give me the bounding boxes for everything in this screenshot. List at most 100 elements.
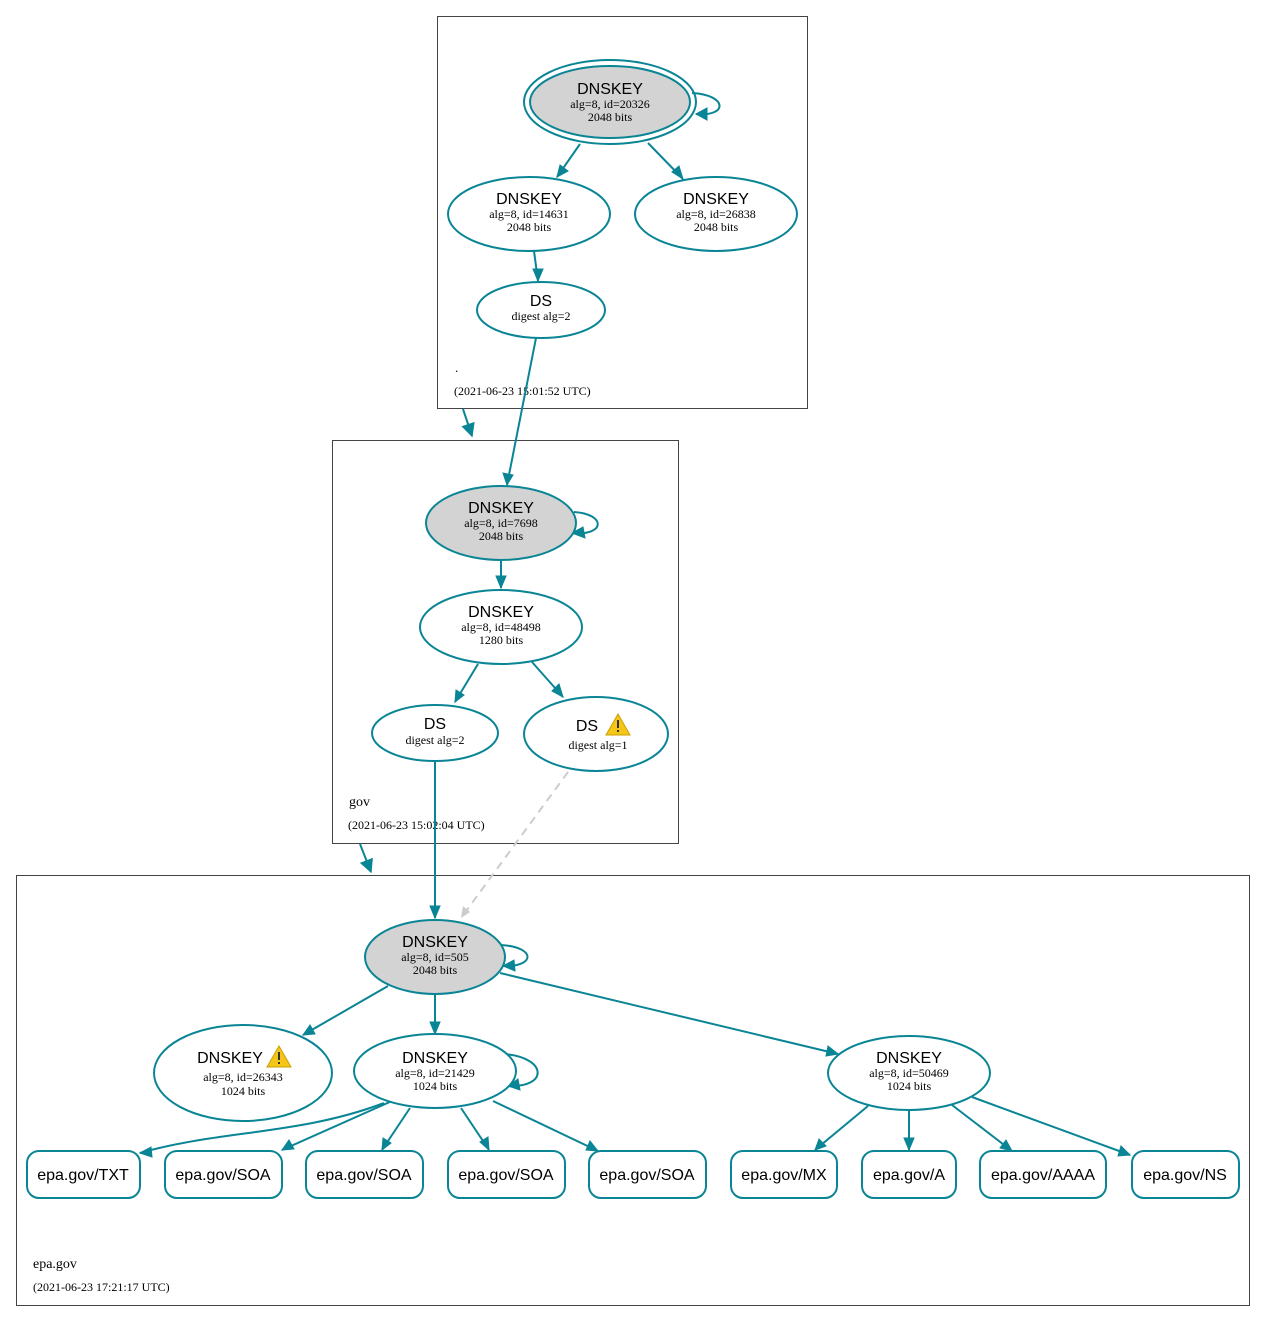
- rrset-label: epa.gov/MX: [741, 1167, 827, 1184]
- rrset-label: epa.gov/NS: [1143, 1167, 1227, 1184]
- node-size-label: 1280 bits: [479, 633, 524, 647]
- node-type-label: DNSKEY: [468, 500, 534, 517]
- node-root-zsk-26838[interactable]: DNSKEY alg=8, id=26838 2048 bits: [634, 176, 798, 252]
- edge-50469-aaaa: [951, 1104, 1013, 1152]
- ksk-ellipse: [529, 65, 691, 139]
- node-type-label: DNSKEY: [468, 604, 534, 621]
- node-size-label: 1024 bits: [413, 1079, 458, 1093]
- zone-root-timestamp: (2021-06-23 15:01:52 UTC): [454, 384, 591, 398]
- node-detail-label: alg=8, id=50469: [869, 1066, 949, 1080]
- node-type-label: DNSKEY: [683, 191, 749, 208]
- rrset-a[interactable]: epa.gov/A: [861, 1150, 957, 1199]
- node-gov-zsk-48498[interactable]: DNSKEY alg=8, id=48498 1280 bits: [419, 589, 583, 665]
- zone-gov-timestamp: (2021-06-23 15:02:04 UTC): [348, 818, 485, 832]
- zone-root-name: .: [455, 360, 458, 375]
- node-detail-label: alg=8, id=7698: [464, 516, 538, 530]
- node-ellipse: [447, 176, 611, 252]
- node-ellipse: [153, 1024, 333, 1122]
- zone-epa-timestamp: (2021-06-23 17:21:17 UTC): [33, 1280, 170, 1294]
- node-type-label: DNSKEY: [876, 1050, 942, 1067]
- rrset-soa-1[interactable]: epa.gov/SOA: [164, 1150, 283, 1199]
- edge-arrowheads: [138, 107, 1132, 1158]
- node-type-label: DS: [530, 293, 552, 310]
- node-ellipse: [634, 176, 798, 252]
- rrset-box: [979, 1150, 1107, 1199]
- rrset-label: epa.gov/SOA: [458, 1167, 554, 1184]
- rrset-soa-3[interactable]: epa.gov/SOA: [447, 1150, 566, 1199]
- rrset-soa-4[interactable]: epa.gov/SOA: [588, 1150, 707, 1199]
- node-type-label: DNSKEY: [402, 934, 468, 951]
- ksk-ellipse: [425, 485, 577, 561]
- edge-epa-ksk-50469: [499, 972, 839, 1055]
- node-epa-key-50469[interactable]: DNSKEY alg=8, id=50469 1024 bits: [827, 1035, 991, 1111]
- edge-21429-soa4: [492, 1100, 599, 1152]
- zone-epa-name: epa.gov: [33, 1257, 77, 1272]
- delegation-arrow-root-gov: [461, 408, 475, 438]
- ksk-ellipse: [364, 919, 506, 995]
- node-epa-key-21429[interactable]: DNSKEY alg=8, id=21429 1024 bits: [353, 1033, 517, 1109]
- node-detail-label: alg=8, id=14631: [489, 207, 569, 221]
- node-gov-ksk[interactable]: DNSKEY alg=8, id=7698 2048 bits: [425, 485, 577, 561]
- warning-triangle-icon: [266, 1044, 292, 1068]
- node-size-label: 2048 bits: [694, 220, 739, 234]
- zone-epa: epa.gov (2021-06-23 17:21:17 UTC): [16, 875, 1250, 1306]
- rrset-mx[interactable]: epa.gov/MX: [730, 1150, 838, 1199]
- edge-21429-soa1: [281, 1100, 393, 1151]
- node-detail-label: digest alg=2: [405, 733, 464, 747]
- node-size-label: 1024 bits: [887, 1079, 932, 1093]
- rrset-txt[interactable]: epa.gov/TXT: [26, 1150, 141, 1199]
- node-size-label: 2048 bits: [588, 110, 633, 124]
- edge-50469-mx: [814, 1105, 869, 1151]
- node-detail-label: alg=8, id=21429: [395, 1066, 475, 1080]
- zone-root: . (2021-06-23 15:01:52 UTC): [437, 16, 808, 409]
- zone-root-box: [437, 16, 808, 409]
- node-size-label: 2048 bits: [479, 529, 524, 543]
- rrset-box: [588, 1150, 707, 1199]
- node-ellipse: [523, 696, 669, 772]
- node-size-label: 2048 bits: [507, 220, 552, 234]
- rrset-box: [26, 1150, 141, 1199]
- rrset-box: [305, 1150, 424, 1199]
- rrset-box: [1131, 1150, 1240, 1199]
- node-detail-label: alg=8, id=26343: [203, 1070, 283, 1084]
- node-type-label: DNSKEY: [496, 191, 562, 208]
- node-ellipse: [419, 589, 583, 665]
- node-type-label: DS: [576, 718, 598, 735]
- rrset-label: epa.gov/SOA: [599, 1167, 695, 1184]
- zone-gov: gov (2021-06-23 15:02:04 UTC): [332, 440, 679, 844]
- rrset-box: [447, 1150, 566, 1199]
- rrset-label: epa.gov/A: [873, 1167, 945, 1184]
- zone-epa-box: [16, 875, 1250, 1306]
- rrset-label: epa.gov/SOA: [175, 1167, 271, 1184]
- rrset-soa-2[interactable]: epa.gov/SOA: [305, 1150, 424, 1199]
- node-detail-label: digest alg=1: [568, 738, 627, 752]
- delegation-arrow-gov-epa: [359, 843, 373, 874]
- node-gov-ds-alg2[interactable]: DS digest alg=2: [371, 704, 499, 762]
- node-detail-label: alg=8, id=26838: [676, 207, 756, 221]
- edge-root-ds-gov-ksk: [506, 337, 537, 486]
- rrset-box: [730, 1150, 838, 1199]
- node-root-ksk[interactable]: DNSKEY alg=8, id=20326 2048 bits: [523, 59, 697, 145]
- node-gov-ds-alg1[interactable]: DS digest alg=1: [523, 696, 669, 772]
- node-root-zsk-14631[interactable]: DNSKEY alg=8, id=14631 2048 bits: [447, 176, 611, 252]
- node-type-label: DNSKEY: [197, 1050, 263, 1067]
- node-detail-label: alg=8, id=48498: [461, 620, 541, 634]
- rrset-box: [164, 1150, 283, 1199]
- rrset-ns[interactable]: epa.gov/NS: [1131, 1150, 1240, 1199]
- edge-50469-ns: [971, 1096, 1131, 1156]
- node-epa-key-26343[interactable]: DNSKEY alg=8, id=26343 1024 bits: [153, 1024, 333, 1122]
- node-ellipse: [476, 281, 606, 339]
- node-type-label: DNSKEY: [577, 81, 643, 98]
- rrset-label: epa.gov/AAAA: [991, 1167, 1095, 1184]
- node-detail-label: alg=8, id=20326: [570, 97, 650, 111]
- node-ellipse: [827, 1035, 991, 1111]
- node-root-ds[interactable]: DS digest alg=2: [476, 281, 606, 339]
- node-epa-ksk[interactable]: DNSKEY alg=8, id=505 2048 bits: [364, 919, 506, 995]
- rrset-aaaa[interactable]: epa.gov/AAAA: [979, 1150, 1107, 1199]
- node-size-label: 1024 bits: [221, 1084, 266, 1098]
- node-ellipse: [371, 704, 499, 762]
- zone-gov-box: [332, 440, 679, 844]
- rrset-label: epa.gov/SOA: [316, 1167, 412, 1184]
- node-detail-label: digest alg=2: [511, 309, 570, 323]
